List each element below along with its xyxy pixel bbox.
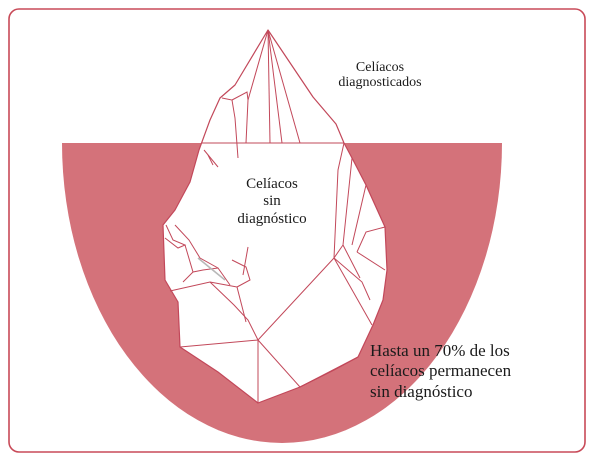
label-diagnosed-line2: diagnosticados xyxy=(338,75,422,91)
label-undiagnosed-line3: diagnóstico xyxy=(237,210,307,227)
note-text: Hasta un 70% de los celíacos permanecen … xyxy=(370,341,580,402)
label-undiagnosed-line2: sin xyxy=(263,193,281,210)
label-undiagnosed-line1: Celíacos xyxy=(246,176,298,192)
note-line1: Hasta un 70% de los xyxy=(370,341,510,360)
note-line2: celíacos permanecen xyxy=(370,361,512,381)
iceberg-facets xyxy=(164,29,386,403)
label-diagnosed-line1: Celíacos xyxy=(355,60,405,75)
note-line3: sin diagnóstico xyxy=(370,381,473,401)
label-diagnosed: Celíacos diagnosticados xyxy=(300,60,460,91)
iceberg-body xyxy=(162,29,388,404)
iceberg-facet-highlight xyxy=(197,257,226,281)
label-undiagnosed: Celíacos sin diagnóstico xyxy=(212,176,332,228)
